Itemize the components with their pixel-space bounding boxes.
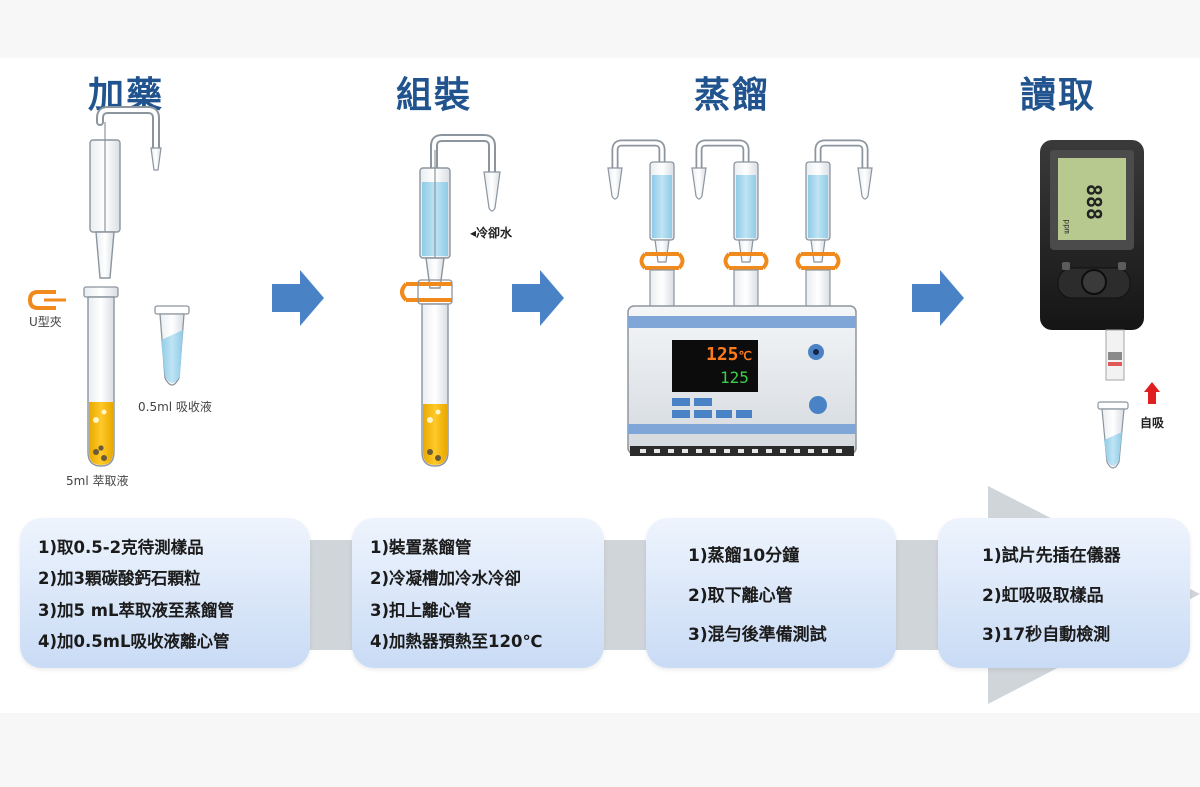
up-arrow-icon [1144, 382, 1160, 404]
step4-item-3: 3)17秒自動檢測 [982, 625, 1111, 646]
step-title-distill: 蒸餾 [693, 75, 770, 116]
step3-item-1: 1)蒸餾10分鐘 [688, 545, 800, 566]
flow-arrow-3 [912, 270, 964, 326]
step2-item-4: 4)加熱器預熱至120℃ [370, 632, 543, 652]
step1-item-4: 4)加0.5mL吸收液離心管 [38, 632, 230, 652]
meter-display-value: 888 [1082, 183, 1107, 221]
step3-item-3: 3)混勻後準備測試 [688, 625, 827, 646]
step-panel-add-reagent: 1)取0.5-2克待測樣品 2)加3顆碳酸鈣石顆粒 3)加5 mL萃取液至蒸餾管… [20, 518, 310, 668]
step-title-assemble: 組裝 [395, 75, 472, 116]
flow-arrow-1 [272, 270, 324, 326]
u-clip-icon [27, 290, 66, 310]
step2-item-3: 3)扣上離心管 [370, 600, 472, 620]
step-panel-read: 1)試片先插在儀器 2)虹吸吸取樣品 3)17秒自動檢測 [938, 518, 1190, 668]
condenser-tube [89, 106, 162, 279]
heater-set-temp: 125℃ [706, 344, 752, 365]
heater-block [627, 305, 857, 456]
step1-item-2: 2)加3顆碳酸鈣石顆粒 [38, 569, 201, 589]
distillation-tubes-on-heater [607, 139, 873, 311]
extract-liquid-label: 5ml 萃取液 [66, 474, 129, 488]
self-absorb-label: 自吸 [1140, 416, 1165, 430]
step-panel-distill: 1)蒸餾10分鐘 2)取下離心管 3)混勻後準備測試 [646, 518, 896, 668]
step3-item-2: 2)取下離心管 [688, 585, 793, 606]
u-clip-label: U型夾 [29, 315, 62, 329]
step1-item-3: 3)加5 mL萃取液至蒸餾管 [38, 600, 234, 620]
meter-unit: ppm [1062, 219, 1072, 234]
step-panel-assemble: 1)裝置蒸餾管 2)冷凝槽加冷水冷卻 3)扣上離心管 4)加熱器預熱至120℃ [352, 518, 604, 668]
step-title-read: 讀取 [1019, 75, 1096, 116]
centrifuge-tube-read [1097, 401, 1129, 469]
test-strip [1105, 329, 1125, 381]
heater-actual-temp: 125 [720, 368, 749, 387]
heater-display [672, 340, 758, 392]
step1-item-1: 1)取0.5-2克待測樣品 [38, 537, 204, 557]
step2-item-2: 2)冷凝槽加冷水冷卻 [370, 569, 522, 589]
reader-meter [1040, 140, 1144, 330]
cooling-water-label: ◂冷卻水 [470, 226, 513, 240]
step4-item-1: 1)試片先插在儀器 [982, 545, 1121, 566]
centrifuge-tube-blue [154, 305, 190, 386]
absorb-liquid-label: 0.5ml 吸收液 [138, 400, 212, 414]
distillation-tube-yellow [83, 286, 119, 467]
step4-item-2: 2)虹吸吸取樣品 [982, 585, 1104, 606]
assembled-apparatus [400, 134, 501, 467]
flow-arrow-2 [512, 270, 564, 326]
meter-lcd [1058, 158, 1126, 240]
step2-item-1: 1)裝置蒸餾管 [370, 537, 472, 557]
